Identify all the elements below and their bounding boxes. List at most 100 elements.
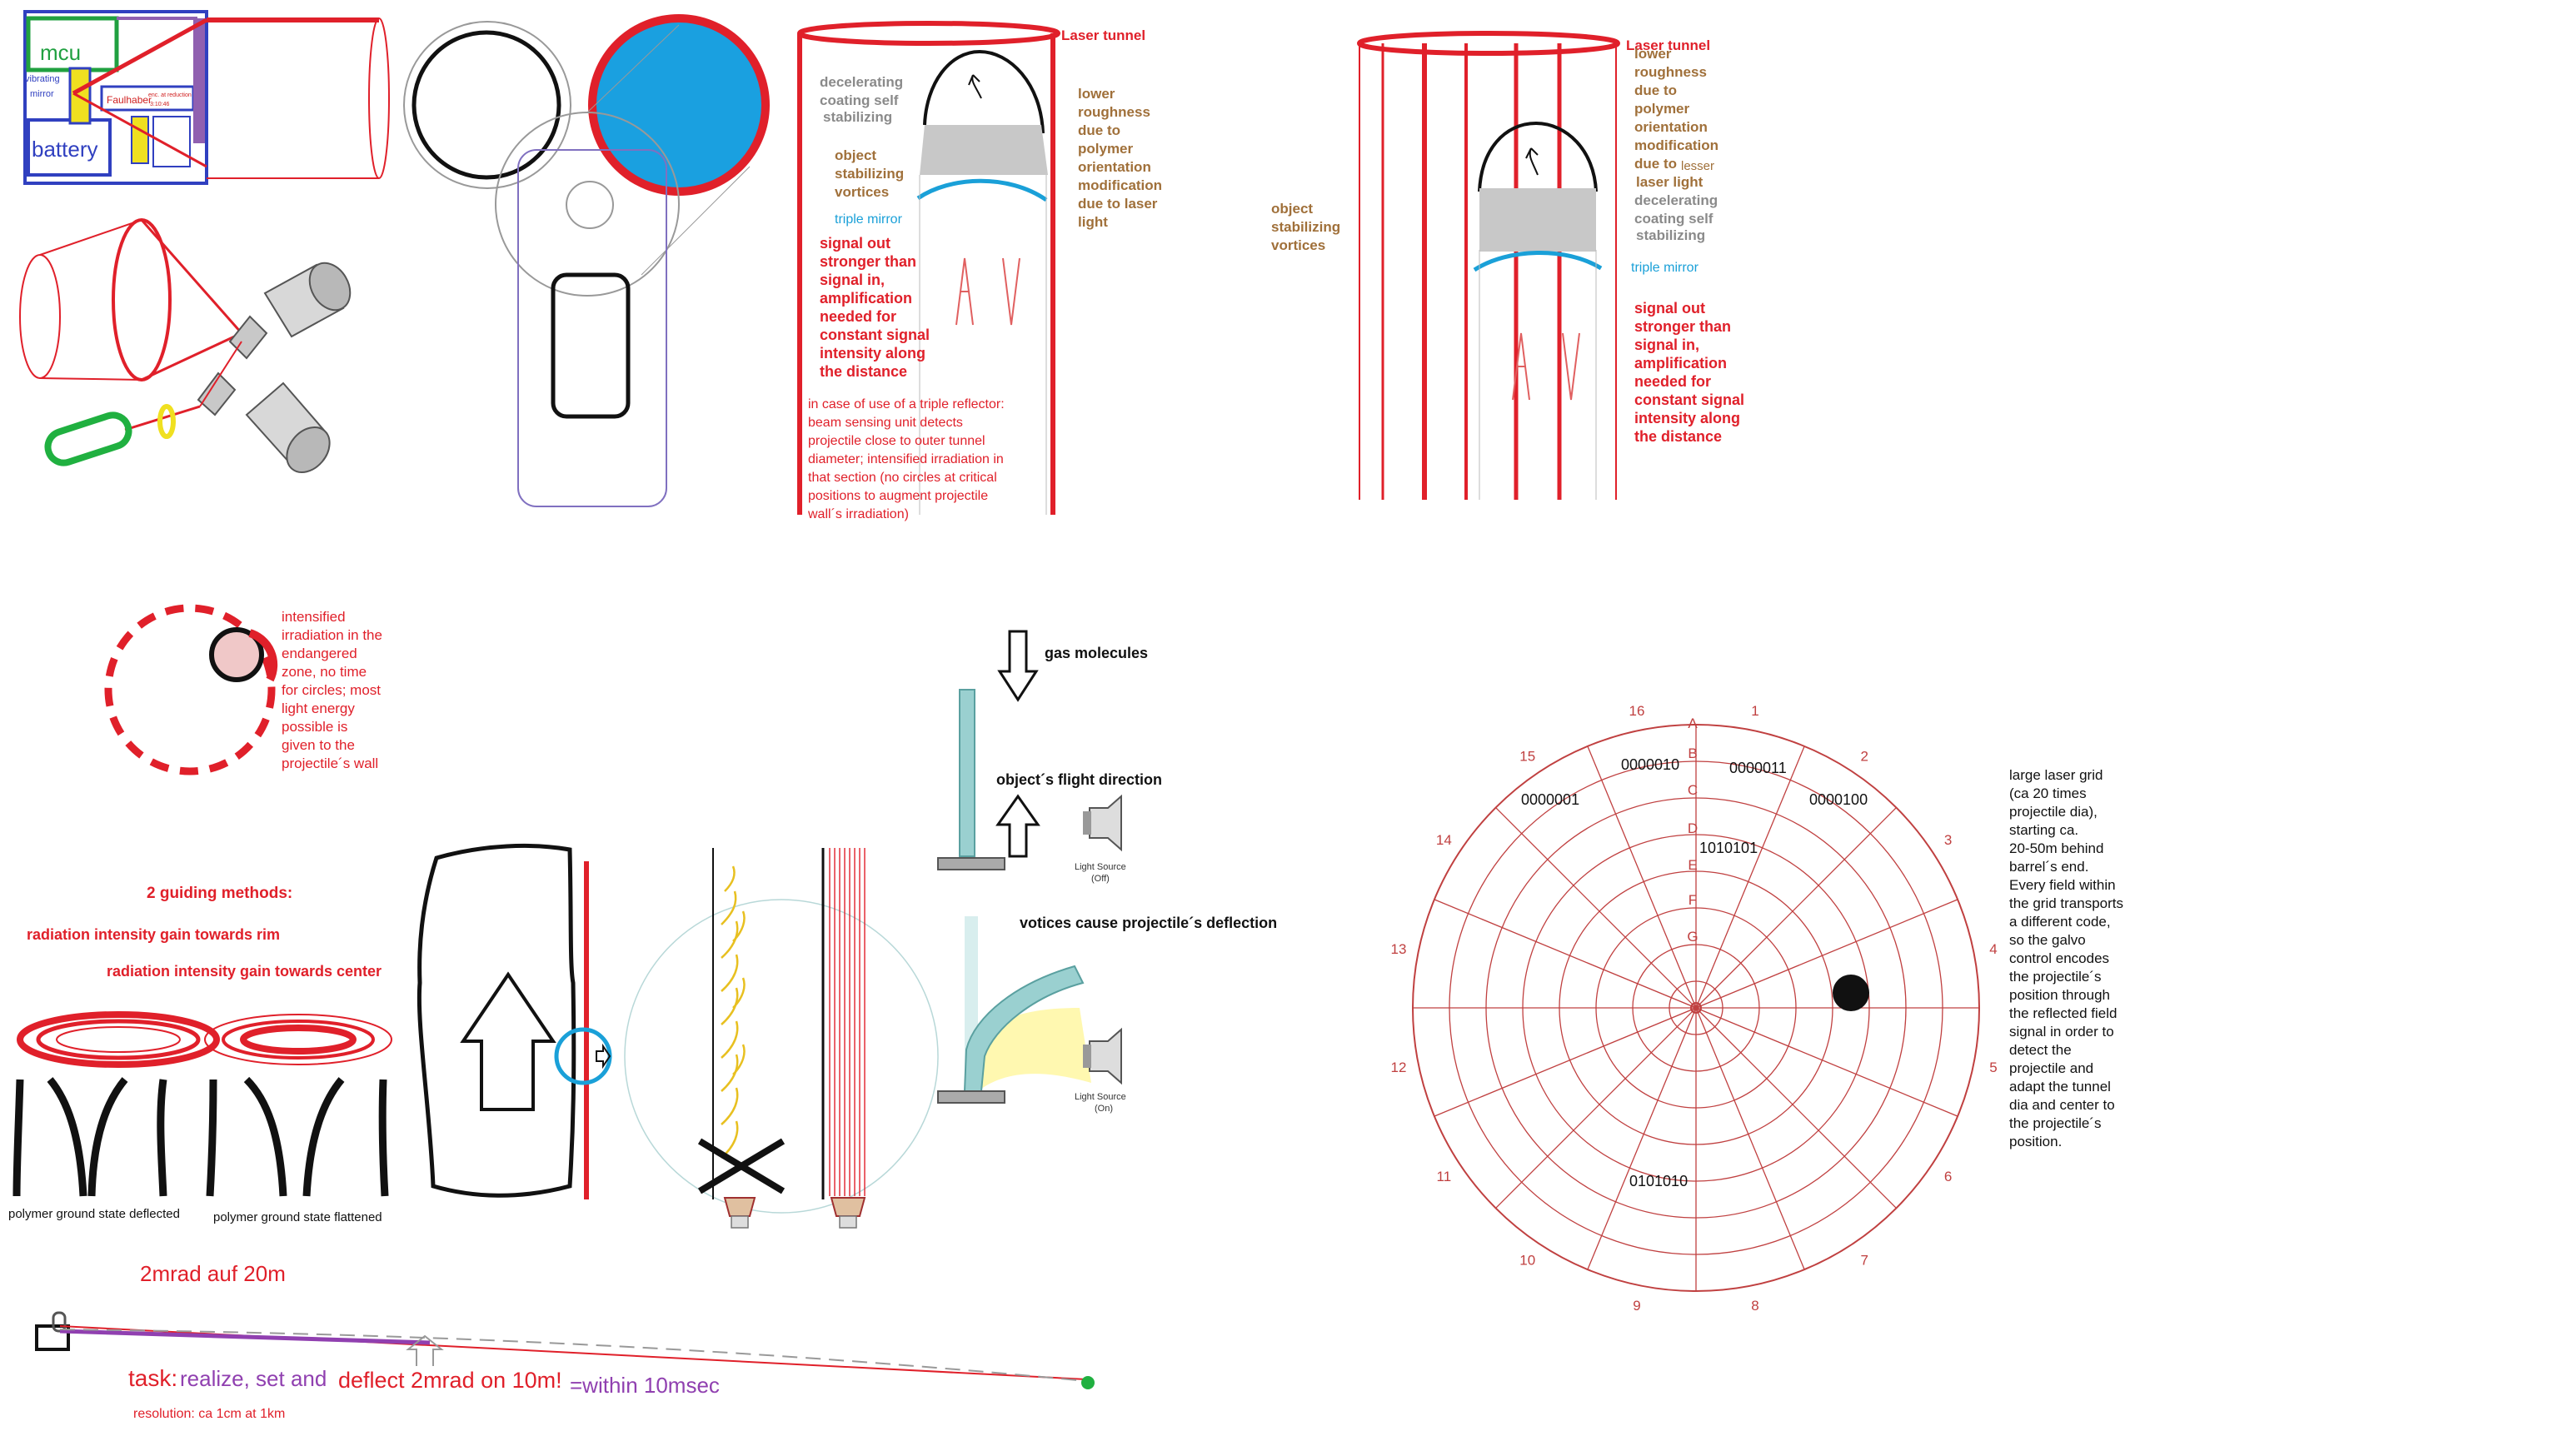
tunnel2-right-brown: lower roughness due to polymer orientati… bbox=[1634, 46, 1718, 153]
grid-field-code: 0000010 bbox=[1621, 756, 1679, 773]
tangent-2 bbox=[641, 166, 751, 276]
tunnel1-mirror-arc bbox=[916, 178, 1048, 202]
tunnel2-spin-arrow bbox=[1525, 147, 1539, 176]
vibrating-mirror-label-2: mirror bbox=[30, 89, 54, 99]
gas-down-arrow bbox=[997, 630, 1039, 702]
tangent-1 bbox=[586, 24, 680, 113]
tunnel1-spin-arrow bbox=[968, 74, 982, 99]
irradiation-group: intensified irradiation in the endangere… bbox=[104, 604, 387, 775]
cone-ellipse-back bbox=[19, 254, 61, 379]
galvo-mirror-1 bbox=[228, 315, 268, 360]
resolution-label: resolution: ca 1cm at 1km bbox=[133, 1407, 285, 1421]
beam-dashed bbox=[59, 1329, 1087, 1382]
beam-cone-end bbox=[368, 17, 390, 179]
grid-field-code: 0101010 bbox=[1629, 1173, 1688, 1189]
black-circle bbox=[412, 30, 561, 180]
mcu-label: mcu bbox=[40, 40, 81, 65]
zoom-circle bbox=[554, 1027, 612, 1085]
circle-note: intensified irradiation in the endangere… bbox=[282, 609, 387, 771]
blue-circle bbox=[588, 14, 770, 196]
purple-bar bbox=[193, 18, 205, 143]
yellow-lens bbox=[157, 404, 176, 439]
grid-sector-number: 5 bbox=[1989, 1060, 1997, 1075]
laser-source-tube bbox=[44, 411, 132, 466]
flight-label: object´s flight direction bbox=[996, 771, 1162, 788]
center-rings bbox=[204, 1014, 392, 1065]
grid-ring-letter: C bbox=[1688, 782, 1698, 798]
tunnel1-right-brown: lower roughness due to polymer orientati… bbox=[1078, 86, 1166, 230]
grid-spoke bbox=[1495, 807, 1697, 1009]
motor-label-1: enc. at reduction bbox=[148, 92, 192, 98]
task-word: task: bbox=[128, 1365, 177, 1391]
grid-ring-letter: B bbox=[1688, 745, 1697, 761]
grid-spoke bbox=[1695, 1007, 1958, 1117]
device-group: mcu battery vibrating mirror Faulhaber e… bbox=[23, 10, 390, 185]
projectile-body bbox=[417, 843, 576, 1198]
galvo-group bbox=[19, 218, 352, 473]
grid-sector-number: 11 bbox=[1437, 1169, 1452, 1184]
grid-sector-number: 9 bbox=[1633, 1298, 1640, 1314]
grid-center-mark bbox=[1690, 1002, 1702, 1014]
intensified-arc bbox=[248, 629, 278, 682]
light-source-left bbox=[723, 1197, 756, 1229]
galvo-mirror-2 bbox=[197, 371, 237, 416]
mrad-label: 2mrad auf 20m bbox=[140, 1261, 286, 1286]
tunnel2-coating bbox=[1479, 188, 1596, 252]
grid-spoke bbox=[1695, 745, 1805, 1009]
grid-sector-number: 14 bbox=[1436, 832, 1452, 848]
grid-description: large laser grid (ca 20 times projectile… bbox=[2009, 767, 2123, 1149]
grid-field-code: 0000011 bbox=[1729, 760, 1787, 776]
rod-top bbox=[959, 689, 975, 857]
grid-sector-number: 13 bbox=[1391, 941, 1407, 957]
grid-spoke bbox=[1587, 745, 1697, 1009]
vortices-label: votices cause projectile´s deflection bbox=[1020, 915, 1277, 931]
projectile-direction-arrow bbox=[460, 971, 556, 1111]
tunnel1-group: Laser tunnel decelerating coating self s… bbox=[797, 21, 1166, 521]
purple-top-line bbox=[117, 17, 197, 25]
tunnel2-group: Laser tunnel lower roughness due to poly… bbox=[1271, 31, 1744, 500]
tunnel2-due-to: due to bbox=[1634, 156, 1677, 172]
handle-outline bbox=[517, 149, 667, 507]
tunnel2-title: Laser tunnel bbox=[1626, 37, 1710, 53]
rod-bent bbox=[963, 965, 1085, 1092]
vibrating-mirror-label-1: vibrating bbox=[25, 74, 60, 84]
vortex-group bbox=[624, 848, 939, 1229]
beam-diagonal-2 bbox=[72, 92, 207, 168]
top-view-group bbox=[403, 14, 770, 507]
grid-sector-number: 15 bbox=[1519, 748, 1535, 764]
grid-spoke bbox=[1495, 1007, 1697, 1209]
motor-frame bbox=[152, 116, 191, 167]
projectile-group bbox=[417, 843, 612, 1199]
grid-sector-number: 8 bbox=[1751, 1298, 1758, 1314]
grid-sector-number: 6 bbox=[1944, 1169, 1952, 1184]
beam-purple bbox=[59, 1329, 431, 1345]
galvo-motor-1 bbox=[263, 262, 352, 338]
grid-sector-number: 10 bbox=[1519, 1253, 1535, 1269]
tunnel1-left-grey: decelerating coating self stabilizing bbox=[820, 74, 907, 125]
grid-field-code: 0000100 bbox=[1809, 791, 1868, 808]
small-arrow bbox=[596, 1043, 611, 1070]
grid-sector-number: 2 bbox=[1860, 748, 1868, 764]
tunnel2-left-brown: object stabilizing vortices bbox=[1271, 201, 1344, 253]
grid-ring-letter: A bbox=[1688, 716, 1698, 731]
grid-sector-number: 16 bbox=[1629, 703, 1645, 719]
light-off-label: Light Source (Off) bbox=[1075, 862, 1129, 884]
dashed-tunnel-circle bbox=[104, 604, 276, 775]
tunnel1-top-ellipse bbox=[797, 21, 1060, 46]
tunnel2-up-arrow bbox=[1512, 332, 1530, 401]
grid-sector-number: 1 bbox=[1751, 703, 1758, 719]
tunnel2-projectile-tip bbox=[1478, 121, 1598, 192]
cone-line-1 bbox=[39, 219, 142, 256]
tunnel1-up-arrow bbox=[955, 257, 974, 326]
polymer-flattened-label: polymer ground state flattened bbox=[213, 1210, 382, 1224]
grid-spoke bbox=[1695, 1007, 1897, 1209]
task-deflect: deflect 2mrad on 10m! bbox=[338, 1368, 562, 1393]
gas-group: gas molecules object´s flight direction … bbox=[937, 630, 1277, 1114]
grid-ring-letter: G bbox=[1687, 929, 1698, 945]
motor-label-2: 3:10:46 bbox=[150, 102, 169, 107]
grid-ring-letter: E bbox=[1688, 857, 1697, 873]
guiding-group: 2 guiding methods: radiation intensity g… bbox=[8, 885, 392, 1224]
grid-spoke bbox=[1695, 1007, 1805, 1270]
